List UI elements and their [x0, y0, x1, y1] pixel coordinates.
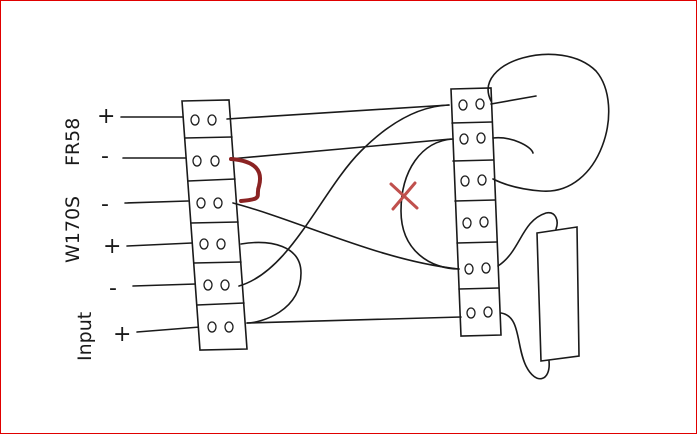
sign-input-minus: - [109, 276, 117, 301]
left-terminal-block [181, 99, 248, 351]
label-fr58: FR58 [62, 118, 84, 166]
label-w170s: W170S [62, 196, 84, 263]
connecting-wires [226, 104, 462, 324]
cross-mark-icon [389, 181, 419, 211]
right-terminal-block [450, 87, 502, 337]
sign-w170s-plus: + [103, 234, 121, 259]
label-input: Input [74, 312, 96, 361]
sign-w170s-minus: - [101, 192, 109, 217]
sign-input-plus: + [113, 322, 131, 347]
sign-fr58-plus: + [97, 104, 115, 129]
lead-wires [120, 116, 201, 333]
jumper-wire [229, 157, 262, 203]
sign-fr58-minus: - [101, 144, 109, 169]
component-box [536, 226, 580, 362]
right-loops [487, 53, 610, 380]
